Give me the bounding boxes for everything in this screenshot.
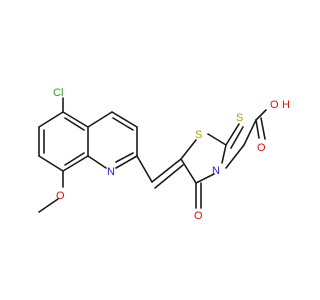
propanoic-acid-bonds <box>225 109 267 169</box>
acid-hydroxyl-oxygen-label: O <box>270 99 279 111</box>
ring-nitrogen-label: N <box>212 165 220 177</box>
quinoline-bonds <box>38 97 138 213</box>
thione-sulfur-label: S <box>236 112 243 124</box>
ring-sulfur-label: S <box>195 129 202 141</box>
acid-hydrogen-label: H <box>282 99 290 111</box>
chlorine-label: Cl <box>53 87 63 99</box>
carbonyl-oxygen-label: O <box>194 210 203 222</box>
nitrogen-label: N <box>107 166 115 178</box>
linker-bonds <box>136 155 184 189</box>
chemical-structure-diagram: Cl N O O S S N O H O <box>38 87 290 222</box>
methoxy-oxygen-label: O <box>56 190 65 202</box>
acid-carbonyl-oxygen-label: O <box>257 142 266 154</box>
thiazolidinone-bonds <box>180 123 244 209</box>
